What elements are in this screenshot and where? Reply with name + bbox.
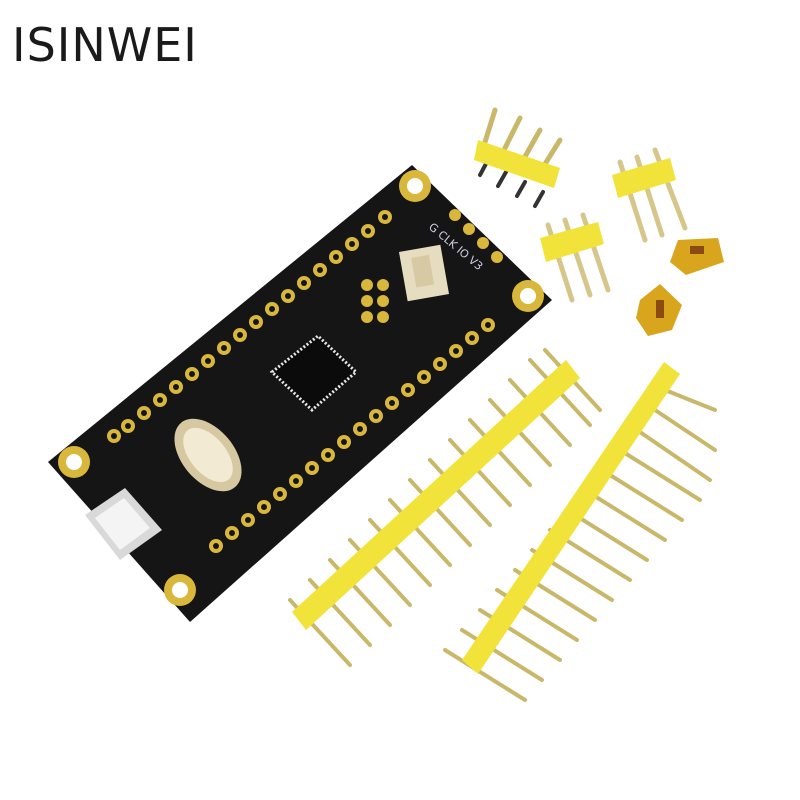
swd-header-pads (361, 209, 503, 323)
pin-row-bottom (209, 318, 495, 553)
reset-button (398, 244, 450, 302)
pcb-board: G CLK IO V3 (48, 165, 552, 622)
brand-watermark: ISINWEI (12, 18, 198, 72)
pin-header-3pin-b (612, 147, 688, 243)
mcu-chip (269, 334, 359, 413)
pin-header-long-a (288, 348, 602, 667)
pin-header-long-b (443, 362, 717, 702)
pin-row-top (107, 210, 392, 443)
pin-header-3pin-a (540, 212, 611, 303)
jumper-cap-a (670, 238, 724, 275)
crystal-oscillator (174, 418, 242, 492)
jumper-cap-b (636, 284, 682, 336)
micro-usb-port (85, 488, 162, 560)
pin-header-4pin-right-angle (474, 107, 563, 208)
